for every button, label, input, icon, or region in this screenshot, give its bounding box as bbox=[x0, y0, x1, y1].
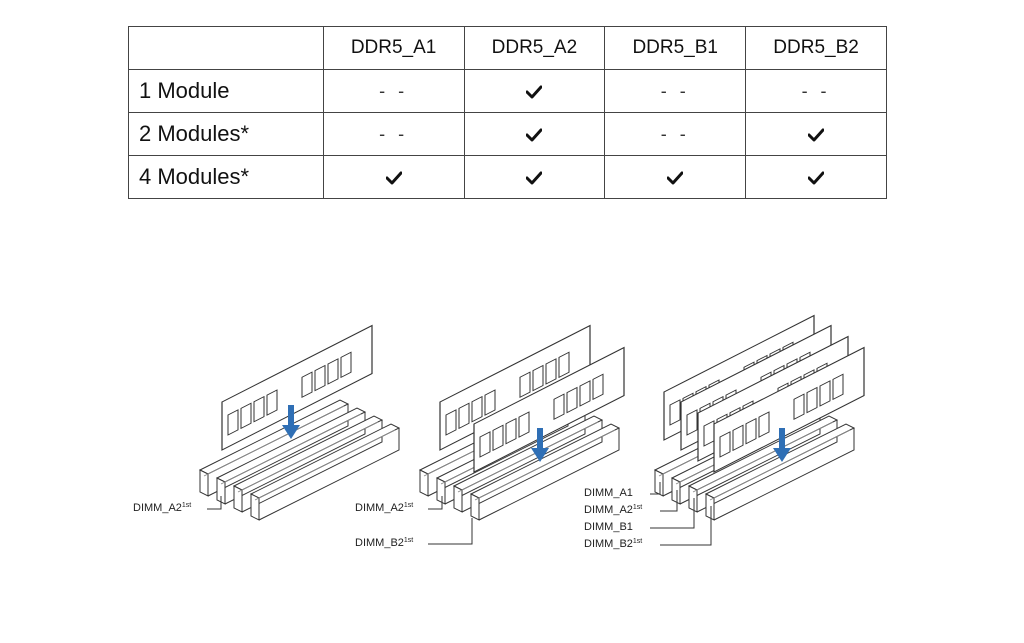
dimm-label: DIMM_A21st bbox=[133, 502, 191, 514]
dimm-label: DIMM_A21st bbox=[355, 502, 413, 514]
memory-config-table: DDR5_A1 DDR5_A2 DDR5_B1 DDR5_B2 1 Module… bbox=[128, 26, 887, 199]
check-icon bbox=[322, 155, 465, 199]
empty-slot-dash: - - bbox=[745, 69, 887, 113]
check-icon bbox=[463, 155, 606, 199]
table-row: 2 Modules*- -- - bbox=[128, 112, 887, 156]
check-icon bbox=[463, 69, 606, 113]
row-label: 1 Module bbox=[128, 69, 324, 113]
dimm-label: DIMM_A1 bbox=[584, 487, 633, 499]
empty-slot-dash: - - bbox=[322, 69, 465, 113]
column-header: DDR5_A2 bbox=[463, 26, 606, 70]
row-label: 4 Modules* bbox=[128, 155, 324, 199]
diagram-four-modules: DIMM_A1 DIMM_A21st DIMM_B1 DIMM_B21st bbox=[584, 314, 865, 550]
header-empty-cell bbox=[128, 26, 324, 70]
dimm-installation-diagrams: DIMM_A21st DIMM_A21st DIMM_B21st DIMM_A1 bbox=[133, 314, 865, 550]
column-header: DDR5_B1 bbox=[604, 26, 747, 70]
dimm-label: DIMM_A21st bbox=[584, 504, 642, 516]
table-row: 1 Module- -- -- - bbox=[128, 69, 887, 113]
row-label: 2 Modules* bbox=[128, 112, 324, 156]
check-icon bbox=[604, 155, 747, 199]
empty-slot-dash: - - bbox=[322, 112, 465, 156]
dimm-label: DIMM_B21st bbox=[355, 537, 413, 549]
table-header-row: DDR5_A1 DDR5_A2 DDR5_B1 DDR5_B2 bbox=[128, 26, 887, 70]
empty-slot-dash: - - bbox=[604, 112, 747, 156]
column-header: DDR5_A1 bbox=[322, 26, 465, 70]
dimm-label: DIMM_B21st bbox=[584, 538, 642, 550]
diagram-two-modules: DIMM_A21st DIMM_B21st bbox=[355, 324, 625, 549]
check-icon bbox=[745, 112, 887, 156]
diagram-one-module: DIMM_A21st bbox=[133, 324, 400, 521]
empty-slot-dash: - - bbox=[604, 69, 747, 113]
column-header: DDR5_B2 bbox=[745, 26, 887, 70]
table-row: 4 Modules* bbox=[128, 155, 887, 199]
check-icon bbox=[463, 112, 606, 156]
check-icon bbox=[745, 155, 887, 199]
dimm-label: DIMM_B1 bbox=[584, 521, 633, 533]
